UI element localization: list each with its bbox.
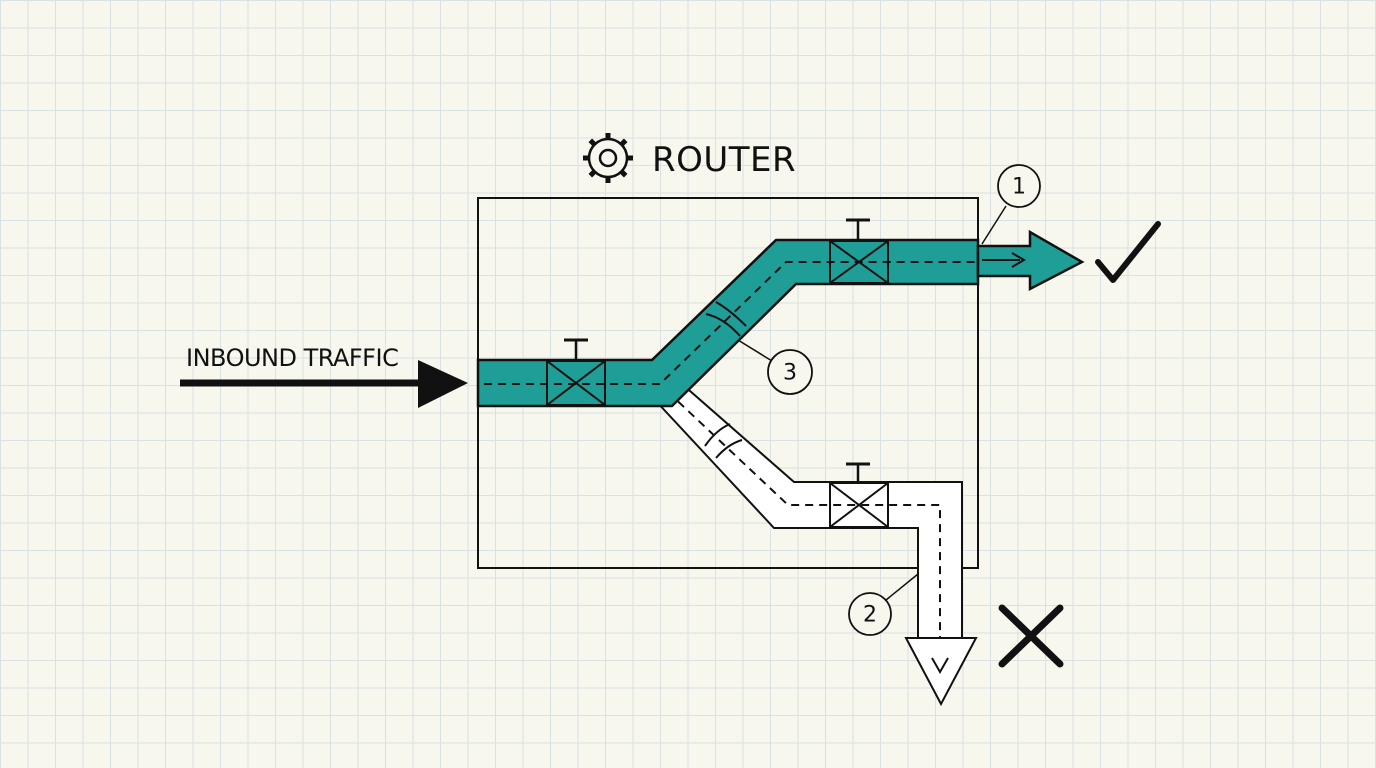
callout-1: 1: [981, 164, 1041, 245]
x-mark-icon: [998, 604, 1064, 668]
callout-3: 3: [737, 339, 813, 395]
active-pipe: [476, 229, 1085, 408]
callout-3-label: 3: [783, 361, 797, 386]
lower-output-valve: [829, 462, 889, 528]
checkmark-icon: [1095, 221, 1161, 283]
inbound-traffic-label: INBOUND TRAFFIC: [186, 344, 398, 372]
upper-output-valve: [829, 218, 889, 284]
inbound-arrow: [180, 360, 468, 408]
callout-1-label: 1: [1012, 175, 1026, 200]
inactive-pipe: [653, 382, 978, 707]
diagram-title: ROUTER: [652, 140, 796, 180]
lower-branch-gate: [704, 423, 743, 459]
gear-icon: [583, 133, 633, 183]
active-output-arrow: [976, 229, 1085, 292]
input-valve: [546, 338, 606, 406]
callout-2-label: 2: [863, 603, 877, 628]
upper-branch-gate: [705, 301, 747, 337]
callout-2: 2: [848, 573, 919, 636]
